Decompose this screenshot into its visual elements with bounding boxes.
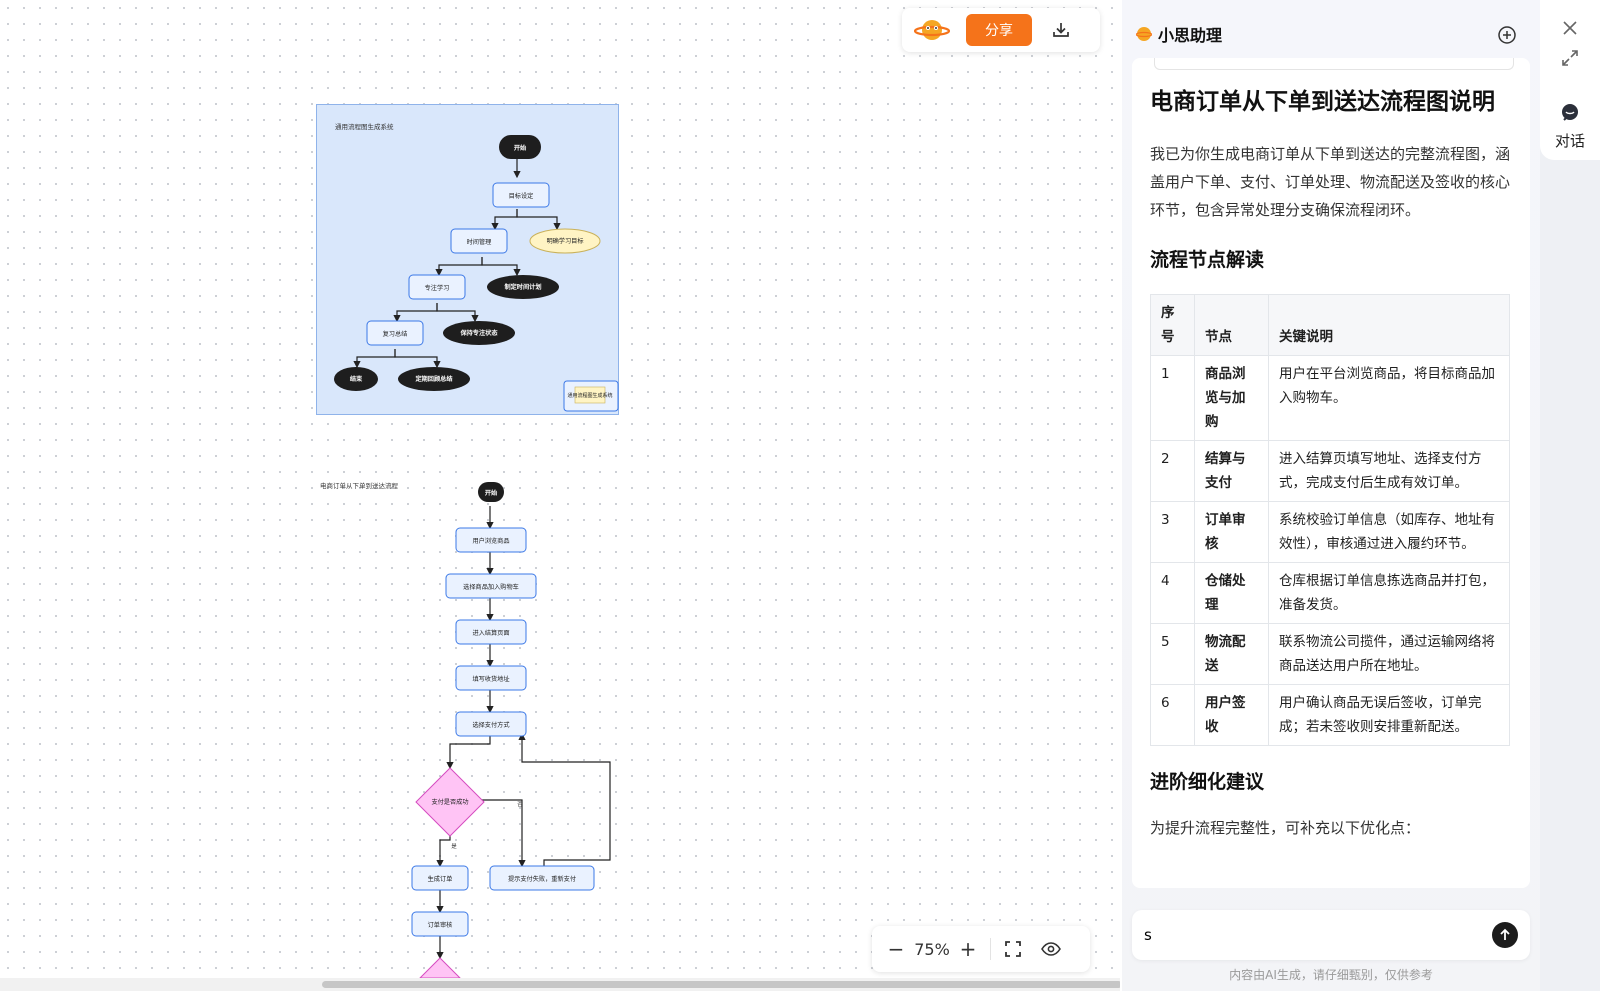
node-keep: 保持专注状态	[459, 329, 498, 337]
flowchart-ecommerce[interactable]: 电商订单从下单到送达流程 开始 用户浏览商品 选择商品	[320, 470, 620, 980]
assistant-title: 小思助理	[1158, 26, 1223, 45]
section-heading-advice: 进阶细化建议	[1150, 771, 1265, 793]
message-intro: 我已为你生成电商订单从下单到送达的完整流程图，涵盖用户下单、支付、订单处理、物流…	[1150, 145, 1511, 219]
table-cell-node: 用户签收	[1194, 684, 1269, 746]
table-header-desc: 关键说明	[1268, 294, 1510, 356]
node-focus: 专注学习	[425, 284, 450, 292]
table-cell-index: 3	[1150, 501, 1195, 563]
rail-chat-tab[interactable]: 对话	[1540, 102, 1600, 151]
table-cell-desc: 系统校验订单信息（如库存、地址有效性），审核通过进入履约环节。	[1268, 501, 1510, 563]
scrollbar-thumb[interactable]	[322, 981, 1120, 988]
node-goal: 目标设定	[509, 192, 534, 200]
table-cell-desc: 仓库根据订单信息拣选商品并打包，准备发货。	[1268, 562, 1510, 624]
preview-eye-icon[interactable]	[1037, 935, 1065, 963]
node-regular: 定期回顾总结	[415, 375, 452, 383]
close-icon[interactable]	[1558, 16, 1582, 40]
canvas-toolbar: 分享	[902, 8, 1100, 52]
table-row: 2 结算与支付 进入结算页填写地址、选择支付方式，完成支付后生成有效订单。	[1150, 440, 1510, 502]
flowchart-study[interactable]: 通用流程图生成系统 开始 目标设定 明确学习目标 时间	[316, 104, 619, 415]
node-time: 时间管理	[467, 238, 492, 246]
previous-message-edge	[1154, 58, 1514, 70]
table-row: 6 用户签收 用户确认商品无误后签收，订单完成；若未签收则安排重新配送。	[1150, 684, 1510, 746]
node-paymethod: 选择支付方式	[472, 721, 509, 729]
table-row: 4 仓储处理 仓库根据订单信息拣选商品并打包，准备发货。	[1150, 562, 1510, 624]
chat-input[interactable]	[1144, 922, 1464, 948]
node-create: 生成订单	[428, 875, 453, 883]
assistant-header: 小思助理	[1136, 18, 1526, 50]
assistant-panel: 小思助理 电商订单从下单到送达流程图说明 我已为你生成电商订单从下单到送达的完整…	[1122, 0, 1540, 991]
node-end: 结束	[350, 375, 363, 383]
advice-text: 为提升流程完整性，可补充以下优化点：	[1150, 819, 1421, 837]
section-heading-nodes: 流程节点解读	[1150, 249, 1265, 271]
node-fail: 提示支付失败，重新支付	[508, 875, 576, 883]
node-decision: 支付是否成功	[431, 798, 468, 806]
node-start: 开始	[485, 489, 498, 497]
node-start: 开始	[514, 144, 527, 152]
table-row: 1 商品浏览与加购 用户在平台浏览商品，将目标商品加入购物车。	[1150, 355, 1510, 441]
table-header-node: 节点	[1194, 294, 1269, 356]
diagram-title: 电商订单从下单到送达流程	[320, 481, 399, 490]
arrow-up-icon	[1500, 928, 1510, 940]
node-plan: 制定时间计划	[504, 283, 541, 291]
rail-chat-label: 对话	[1554, 132, 1585, 150]
assistant-logo-icon	[1136, 27, 1152, 41]
table-row: 3 订单审核 系统校验订单信息（如库存、地址有效性），审核通过进入履约环节。	[1150, 501, 1510, 563]
horizontal-scrollbar[interactable]	[0, 978, 1120, 991]
table-cell-index: 2	[1150, 440, 1195, 502]
message-content[interactable]: 电商订单从下单到送达流程图说明 我已为你生成电商订单从下单到送达的完整流程图，涵…	[1132, 58, 1530, 888]
table-cell-node: 仓储处理	[1194, 562, 1269, 624]
chat-input-box[interactable]	[1132, 910, 1530, 960]
node-checkout: 进入结算页面	[472, 629, 509, 637]
table-cell-desc: 用户确认商品无误后签收，订单完成；若未签收则安排重新配送。	[1268, 684, 1510, 746]
new-chat-icon[interactable]	[1496, 24, 1518, 46]
node-clarify: 明确学习目标	[546, 237, 583, 245]
ai-disclaimer: 内容由AI生成，请仔细甄别，仅供参考	[1229, 968, 1433, 982]
table-cell-index: 1	[1150, 355, 1195, 441]
node-review: 复习总结	[383, 330, 408, 338]
fit-screen-icon[interactable]	[999, 935, 1027, 963]
table-cell-index: 5	[1150, 623, 1195, 685]
edge-label-yes: 是	[451, 843, 457, 850]
table-cell-desc: 进入结算页填写地址、选择支付方式，完成支付后生成有效订单。	[1268, 440, 1510, 502]
download-icon[interactable]	[1046, 14, 1076, 46]
message-heading: 电商订单从下单到送达流程图说明	[1150, 89, 1495, 115]
nodes-table: 序号 节点 关键说明 1 商品浏览与加购 用户在平台浏览商品，将目标商品加入购物…	[1150, 294, 1510, 746]
table-header-index: 序号	[1150, 294, 1195, 356]
diagram-title: 通用流程图生成系统	[335, 122, 394, 131]
table-cell-node: 结算与支付	[1194, 440, 1269, 502]
chat-bubble-icon	[1562, 104, 1578, 121]
node-browse: 用户浏览商品	[472, 537, 509, 545]
table-row: 5 物流配送 联系物流公司揽件，通过运输网络将商品送达用户所在地址。	[1150, 623, 1510, 685]
node-address: 填写收货地址	[472, 675, 509, 683]
node-add: 选择商品加入购物车	[463, 583, 519, 591]
table-cell-desc: 用户在平台浏览商品，将目标商品加入购物车。	[1268, 355, 1510, 441]
zoom-out-button[interactable]: −	[887, 937, 905, 961]
rail-top-section: 对话	[1540, 0, 1600, 160]
zoom-level: 75%	[914, 939, 950, 959]
expand-icon[interactable]	[1558, 46, 1582, 70]
table-cell-index: 6	[1150, 684, 1195, 746]
mascot-logo-icon[interactable]	[912, 14, 952, 46]
zoom-divider	[990, 938, 991, 960]
table-cell-index: 4	[1150, 562, 1195, 624]
send-button[interactable]	[1492, 922, 1518, 948]
table-cell-desc: 联系物流公司揽件，通过运输网络将商品送达用户所在地址。	[1268, 623, 1510, 685]
zoom-in-button[interactable]: +	[959, 937, 977, 961]
table-cell-node: 物流配送	[1194, 623, 1269, 685]
node-audit: 订单审核	[428, 921, 453, 929]
zoom-controls: − 75% +	[872, 926, 1090, 972]
message-body: 电商订单从下单到送达流程图说明 我已为你生成电商订单从下单到送达的完整流程图，涵…	[1150, 88, 1510, 842]
table-cell-node: 订单审核	[1194, 501, 1269, 563]
node-corner: 通用流程图生成系统	[567, 392, 612, 399]
flowchart-canvas[interactable]: 分享 通用流程图生成系统	[0, 0, 1120, 991]
edge-label-no: 否	[517, 801, 523, 808]
right-rail: 对话	[1540, 0, 1600, 991]
table-cell-node: 商品浏览与加购	[1194, 355, 1269, 441]
share-button[interactable]: 分享	[966, 14, 1032, 46]
